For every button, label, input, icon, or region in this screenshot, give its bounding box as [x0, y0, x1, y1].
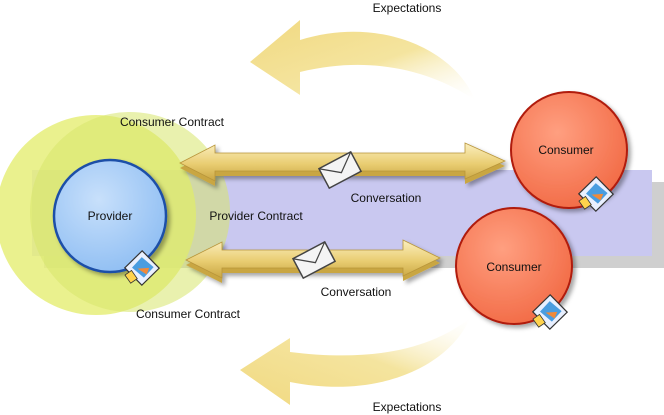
consumer-bottom-label: Consumer: [486, 260, 541, 274]
contract-icon: [123, 249, 161, 287]
consumer-contract-top-label: Consumer Contract: [120, 115, 225, 129]
envelope-icon: [317, 150, 363, 190]
consumer-node-bottom: [455, 207, 573, 325]
expectations-bottom-label: Expectations: [373, 400, 442, 414]
provider-label: Provider: [88, 209, 133, 223]
contract-icon: [577, 175, 615, 213]
expectations-top-label: Expectations: [373, 1, 442, 15]
conversation-top-label: Conversation: [351, 191, 422, 205]
provider-contract-label: Provider Contract: [209, 209, 303, 223]
consumer-top-label: Consumer: [538, 143, 593, 157]
envelope-icon: [291, 240, 337, 280]
consumer-contract-bottom-label: Consumer Contract: [136, 307, 241, 321]
provider-node: [52, 158, 168, 274]
expectations-top-arrow: [250, 20, 475, 100]
conversation-bottom-label: Conversation: [321, 285, 392, 299]
expectations-bottom-arrow: [240, 318, 470, 405]
contract-icon: [531, 293, 569, 331]
